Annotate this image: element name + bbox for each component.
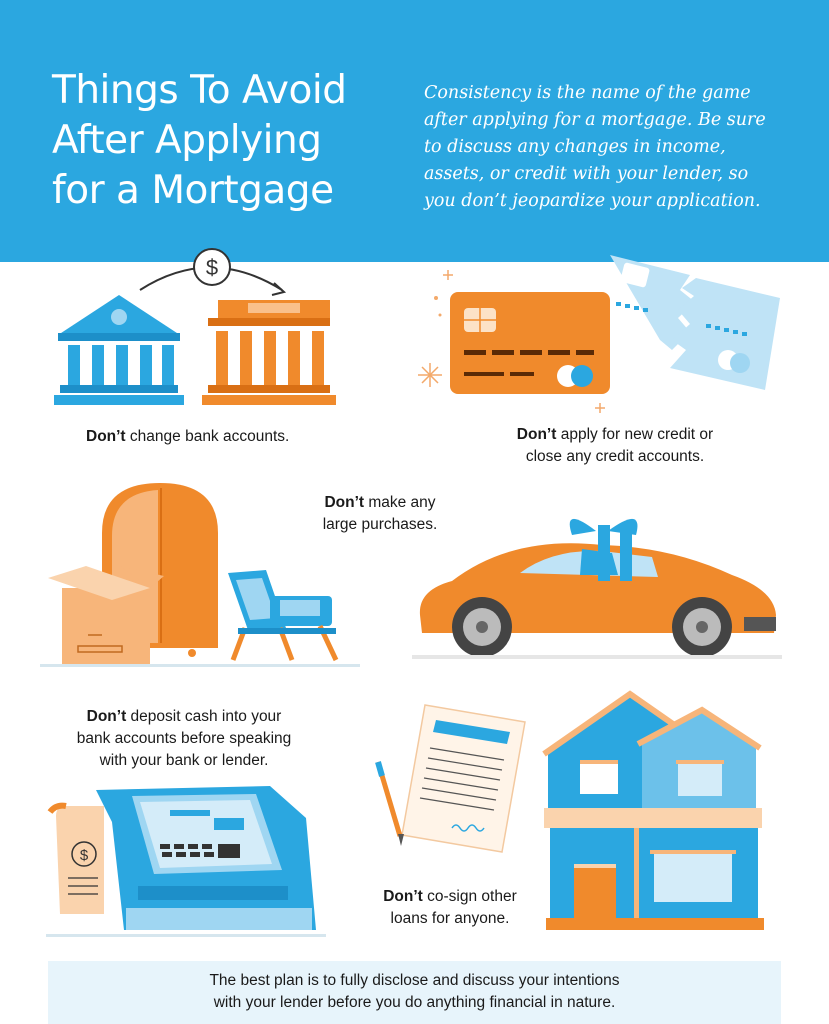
caption-line: Don’t co-sign other xyxy=(383,888,517,905)
caption-line: with your bank or lender. xyxy=(99,752,269,769)
contract-illustration xyxy=(375,704,526,853)
orange-credit-card-icon xyxy=(450,292,610,394)
dollar-coin-icon xyxy=(193,248,231,286)
caption-cosign: Don’t co-sign other loans for anyone. xyxy=(360,886,540,930)
atm-machine-icon xyxy=(96,786,316,930)
cardboard-box-icon xyxy=(48,566,164,666)
caption-line: Don’t make any xyxy=(324,494,436,511)
caption-line: close any credit accounts. xyxy=(525,448,705,465)
intro-line: to discuss any changes in income, xyxy=(424,137,726,157)
footer-line: The best plan is to fully disclose and d… xyxy=(209,972,620,989)
footer-line: with your lender before you do anything … xyxy=(213,994,616,1011)
caption-line: loans for anyone. xyxy=(390,910,510,927)
header-banner: Things To Avoid After Applying for a Mor… xyxy=(0,0,829,262)
atm-illustration: $ xyxy=(46,786,326,937)
sparkle-icon xyxy=(418,270,605,413)
sports-car-icon xyxy=(419,543,776,657)
caption-purchases: Don’t make any large purchases. xyxy=(300,492,460,536)
caption-line: Don’t deposit cash into your xyxy=(86,708,282,725)
dollar-sign: $ xyxy=(206,255,218,280)
caption-bold: Don’t xyxy=(86,428,126,445)
caption-line: Don’t apply for new credit or xyxy=(516,426,714,443)
blue-bank-icon xyxy=(54,295,184,405)
house-icon xyxy=(542,690,764,930)
title-line: After Applying xyxy=(52,118,322,163)
intro-line: Consistency is the name of the game xyxy=(424,83,751,103)
caption-line: large purchases. xyxy=(322,516,438,533)
footer-note: The best plan is to fully disclose and d… xyxy=(48,961,781,1024)
page-title: Things To Avoid After Applying for a Mor… xyxy=(52,66,392,216)
bank-transfer-illustration: $ xyxy=(54,248,336,405)
gift-car-illustration xyxy=(412,518,782,659)
intro-line: you don’t jeopardize your application. xyxy=(424,191,761,211)
intro-line: assets, or credit with your lender, so xyxy=(424,164,749,184)
broken-credit-card-icon xyxy=(610,255,780,390)
pen-icon xyxy=(375,761,404,846)
intro-line: after applying for a mortgage. Be sure xyxy=(424,110,766,130)
caption-line: bank accounts before speaking xyxy=(76,730,292,747)
credit-cards-illustration xyxy=(418,255,780,413)
document-icon xyxy=(401,704,526,853)
orange-bank-icon xyxy=(202,300,336,405)
house-illustration xyxy=(542,690,764,930)
cash-receipt-icon: $ xyxy=(47,802,104,914)
dollar-sign: $ xyxy=(80,847,89,864)
title-line: Things To Avoid xyxy=(52,68,347,113)
armchair-icon xyxy=(228,570,339,662)
caption-bold: Don’t xyxy=(383,888,423,905)
caption-bold: Don’t xyxy=(86,708,127,725)
caption-bank-accounts: Don’t change bank accounts. xyxy=(86,426,289,448)
caption-bold: Don’t xyxy=(516,426,557,443)
title-line: for a Mortgage xyxy=(52,168,334,213)
caption-deposit: Don’t deposit cash into your bank accoun… xyxy=(54,706,314,772)
caption-bold: Don’t xyxy=(324,494,365,511)
caption-credit: Don’t apply for new credit or close any … xyxy=(470,424,760,468)
gift-bow-icon xyxy=(569,518,638,581)
intro-text: Consistency is the name of the game afte… xyxy=(424,80,784,215)
footer-text: The best plan is to fully disclose and d… xyxy=(48,970,781,1014)
caption-line: change bank accounts. xyxy=(125,428,290,445)
furniture-illustration xyxy=(40,483,360,667)
